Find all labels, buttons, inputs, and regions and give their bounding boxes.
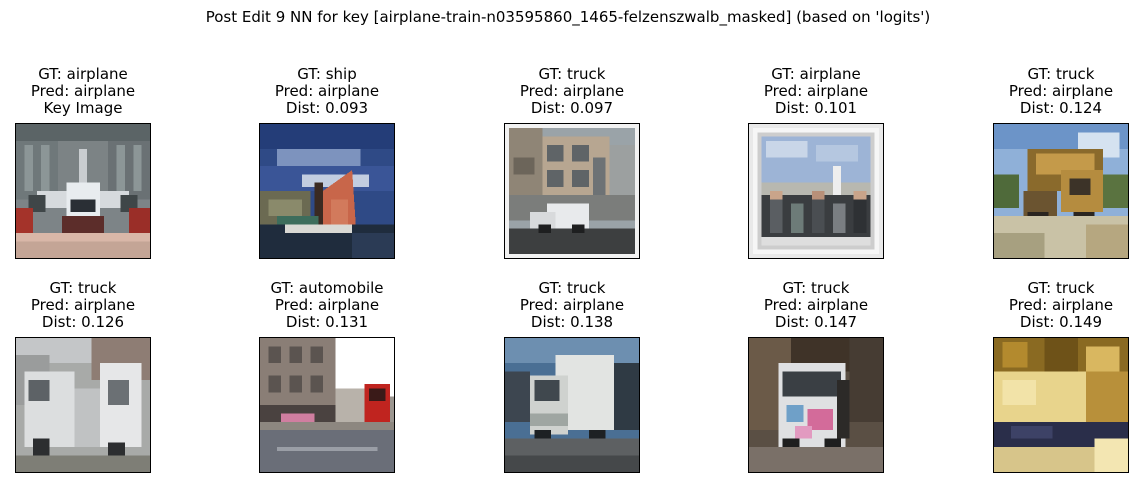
panel-caption: GT: truck Pred: airplane Dist: 0.126 <box>0 280 191 331</box>
distance-label: Dist: 0.097 <box>530 99 614 117</box>
white-trucks-thumbnail <box>15 337 151 473</box>
key-image-label: Key Image <box>43 99 123 117</box>
box-truck-thumbnail <box>504 337 640 473</box>
distance-label: Dist: 0.101 <box>774 99 858 117</box>
pred-label: Pred: airplane <box>30 82 136 100</box>
gt-label: GT: truck <box>782 279 850 297</box>
distance-label: Dist: 0.147 <box>774 313 858 331</box>
pred-label: Pred: airplane <box>1008 82 1114 100</box>
pred-label: Pred: airplane <box>30 296 136 314</box>
panel-caption: GT: truck Pred: airplane Dist: 0.147 <box>708 280 924 331</box>
dump-truck-thumbnail <box>993 123 1129 259</box>
sailboat-thumbnail <box>259 123 395 259</box>
pred-label: Pred: airplane <box>519 82 625 100</box>
gt-label: GT: truck <box>1027 65 1095 83</box>
gt-label: GT: truck <box>538 279 606 297</box>
panel-caption: GT: truck Pred: airplane Dist: 0.124 <box>953 66 1136 117</box>
street-scene-thumbnail <box>259 337 395 473</box>
distance-label: Dist: 0.124 <box>1019 99 1103 117</box>
pred-label: Pred: airplane <box>1008 296 1114 314</box>
pred-label: Pred: airplane <box>274 82 380 100</box>
gt-label: GT: truck <box>538 65 606 83</box>
panel-caption: GT: truck Pred: airplane Dist: 0.149 <box>953 280 1136 331</box>
distance-label: Dist: 0.131 <box>285 313 369 331</box>
yellow-vehicle-thumbnail <box>993 337 1129 473</box>
gt-label: GT: airplane <box>771 65 861 83</box>
pred-label: Pred: airplane <box>519 296 625 314</box>
truck-building-thumbnail <box>504 123 640 259</box>
panel-caption: GT: automobile Pred: airplane Dist: 0.13… <box>219 280 435 331</box>
distance-label: Dist: 0.126 <box>41 313 125 331</box>
distance-label: Dist: 0.138 <box>530 313 614 331</box>
gt-label: GT: ship <box>297 65 357 83</box>
panel-caption: GT: airplane Pred: airplane Key Image <box>0 66 191 117</box>
panel-caption: GT: truck Pred: airplane Dist: 0.138 <box>464 280 680 331</box>
panel-caption: GT: airplane Pred: airplane Dist: 0.101 <box>708 66 924 117</box>
gt-label: GT: truck <box>49 279 117 297</box>
gt-label: GT: automobile <box>270 279 384 297</box>
pred-label: Pred: airplane <box>763 82 869 100</box>
panel-caption: GT: truck Pred: airplane Dist: 0.097 <box>464 66 680 117</box>
distance-label: Dist: 0.093 <box>285 99 369 117</box>
gt-label: GT: truck <box>1027 279 1095 297</box>
gt-label: GT: airplane <box>38 65 128 83</box>
crowd-photo-thumbnail <box>748 123 884 259</box>
food-truck-thumbnail <box>748 337 884 473</box>
pred-label: Pred: airplane <box>274 296 380 314</box>
panel-caption: GT: ship Pred: airplane Dist: 0.093 <box>219 66 435 117</box>
pred-label: Pred: airplane <box>763 296 869 314</box>
figure-title: Post Edit 9 NN for key [airplane-train-n… <box>205 8 931 26</box>
airplane-terminal-thumbnail <box>15 123 151 259</box>
distance-label: Dist: 0.149 <box>1019 313 1103 331</box>
